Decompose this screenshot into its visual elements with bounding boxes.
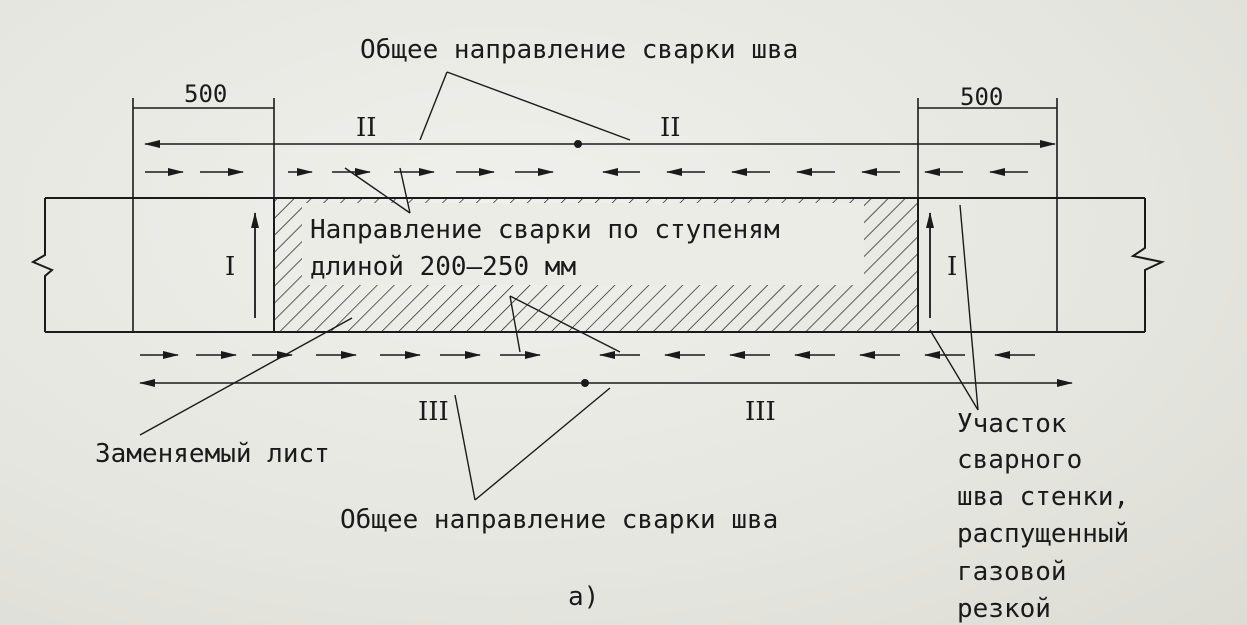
step-direction-label-line2: длиной 200–250 мм bbox=[310, 252, 576, 282]
seam-section-label: Участок сварного шва стенки, распущенный… bbox=[957, 409, 1129, 624]
pass-two-label-right: II bbox=[660, 113, 681, 143]
seam-section-line: сварного bbox=[957, 445, 1082, 475]
seam-section-line: Участок bbox=[957, 409, 1067, 439]
pass-three-label-left: III bbox=[418, 397, 449, 427]
dimension-500-right: 500 bbox=[960, 83, 1003, 111]
seam-section-line: газовой bbox=[957, 557, 1067, 587]
step-direction-label-line1: Направление сварки по ступеням bbox=[310, 215, 780, 245]
label-background bbox=[302, 203, 864, 285]
leader-lines bbox=[139, 71, 979, 501]
pass-one-label-right: I bbox=[947, 252, 957, 282]
pass-one-arrows bbox=[251, 212, 934, 318]
figure-caption: а) bbox=[568, 582, 599, 612]
pass-two-label-left: II bbox=[356, 113, 377, 143]
pass-one-label-left: I bbox=[225, 252, 235, 282]
replaced-sheet-label: Заменяемый лист bbox=[95, 439, 330, 469]
seam-section-line: резкой bbox=[957, 594, 1051, 624]
seam-section-line: распущенный bbox=[957, 519, 1129, 549]
bottom-general-direction-label: Общее направление сварки шва bbox=[340, 505, 778, 535]
pass-three-label-right: III bbox=[745, 397, 776, 427]
dimension-boundaries bbox=[132, 98, 1058, 332]
top-general-direction-label: Общее направление сварки шва bbox=[360, 35, 798, 65]
pass-two-direction-line bbox=[144, 140, 1056, 148]
dimension-500-left: 500 bbox=[184, 80, 227, 108]
pass-three-direction-line bbox=[139, 379, 1073, 387]
seam-section-line: шва стенки, bbox=[957, 482, 1129, 512]
